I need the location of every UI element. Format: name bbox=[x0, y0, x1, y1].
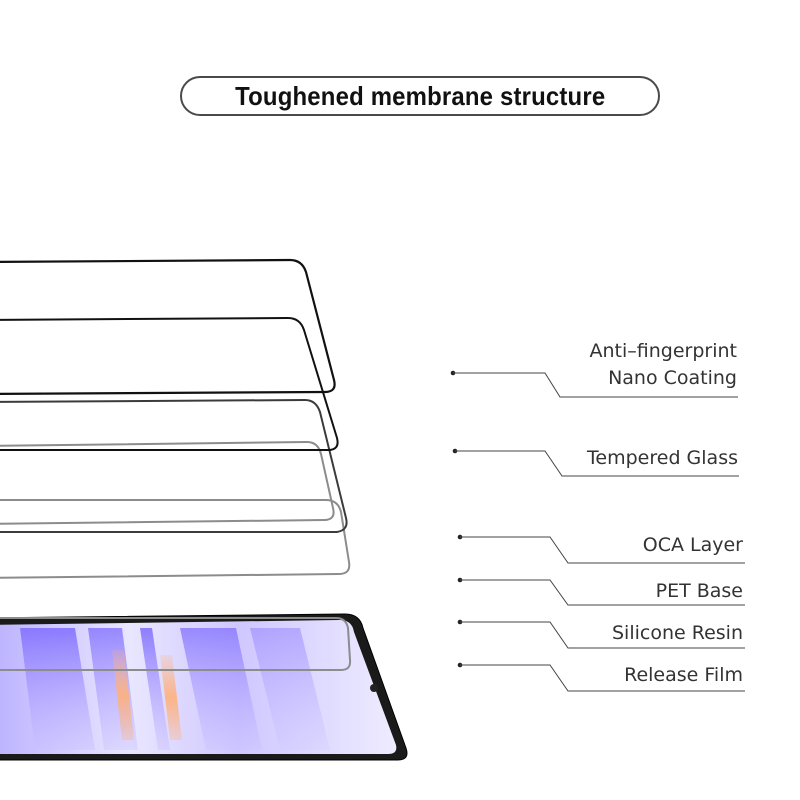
layer-label-oca-layer: OCA Layer bbox=[643, 534, 743, 556]
label-oca-layer: OCA Layer bbox=[457, 534, 745, 564]
sheet-anti-fingerprint bbox=[0, 258, 336, 395]
label-silicone-resin: Silicone Resin bbox=[457, 619, 745, 649]
layer-label-silicone-resin: Silicone Resin bbox=[612, 622, 743, 644]
sheet-silicone-resin bbox=[0, 499, 351, 579]
leader-line bbox=[460, 621, 745, 649]
layer-label-pet-base: PET Base bbox=[656, 580, 743, 602]
leader-line bbox=[453, 372, 738, 398]
label-release-film: Release Film bbox=[457, 662, 745, 692]
phone-screen-icon bbox=[0, 613, 408, 761]
sheet-tempered-glass bbox=[0, 316, 339, 451]
leader-line bbox=[460, 664, 745, 692]
layer-label-anti-fingerprint: Anti–fingerprint bbox=[590, 340, 737, 362]
front-camera-hole-icon bbox=[370, 684, 378, 692]
sheet-release-film bbox=[0, 617, 352, 671]
label-pet-base: PET Base bbox=[457, 577, 745, 606]
layer-label-nano-coating: Nano Coating bbox=[608, 367, 737, 389]
sheet-oca-layer bbox=[0, 398, 348, 533]
layer-label-release-film: Release Film bbox=[624, 664, 743, 686]
title-pill: Toughened membrane structure bbox=[180, 76, 660, 116]
sheet-pet-base bbox=[0, 440, 335, 525]
leader-line bbox=[455, 450, 739, 477]
diagram-title: Toughened membrane structure bbox=[234, 80, 606, 111]
leader-line bbox=[460, 579, 745, 606]
label-anti-fingerprint: Anti–fingerprint Nano Coating bbox=[450, 340, 738, 398]
leader-line bbox=[460, 536, 745, 564]
layer-label-tempered-glass: Tempered Glass bbox=[586, 447, 738, 469]
label-tempered-glass: Tempered Glass bbox=[452, 447, 739, 477]
